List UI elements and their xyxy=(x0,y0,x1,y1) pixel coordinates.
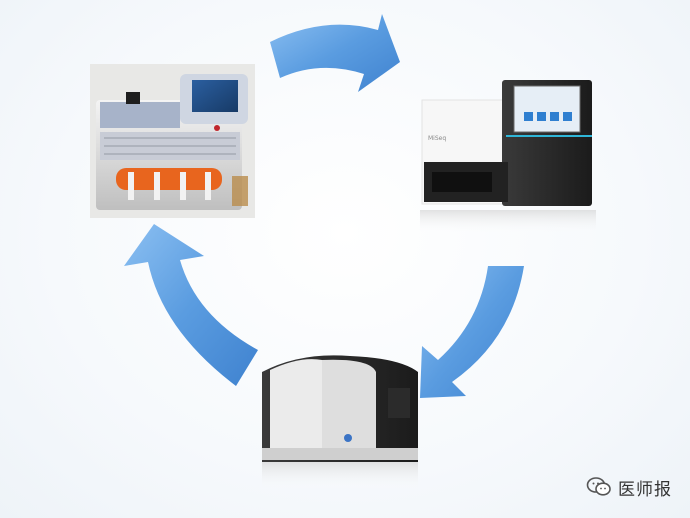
sequencer-a-touchscreen xyxy=(513,85,581,133)
prep-orange-module xyxy=(116,168,222,190)
cycle-arrow-left xyxy=(124,224,258,386)
benchtop-sequencer-a: MiSeq xyxy=(420,80,596,234)
watermark: 医师报 xyxy=(586,474,672,500)
cycle-arrow-right xyxy=(420,266,524,398)
prep-touchscreen xyxy=(192,80,238,112)
cycle-arrow-top xyxy=(270,14,400,92)
wechat-icon xyxy=(586,477,611,496)
sequencer-a-brand-label: MiSeq xyxy=(428,135,446,142)
sample-prep-station xyxy=(90,64,255,218)
watermark-text: 医师报 xyxy=(618,479,672,500)
benchtop-sequencer-b xyxy=(262,355,418,490)
